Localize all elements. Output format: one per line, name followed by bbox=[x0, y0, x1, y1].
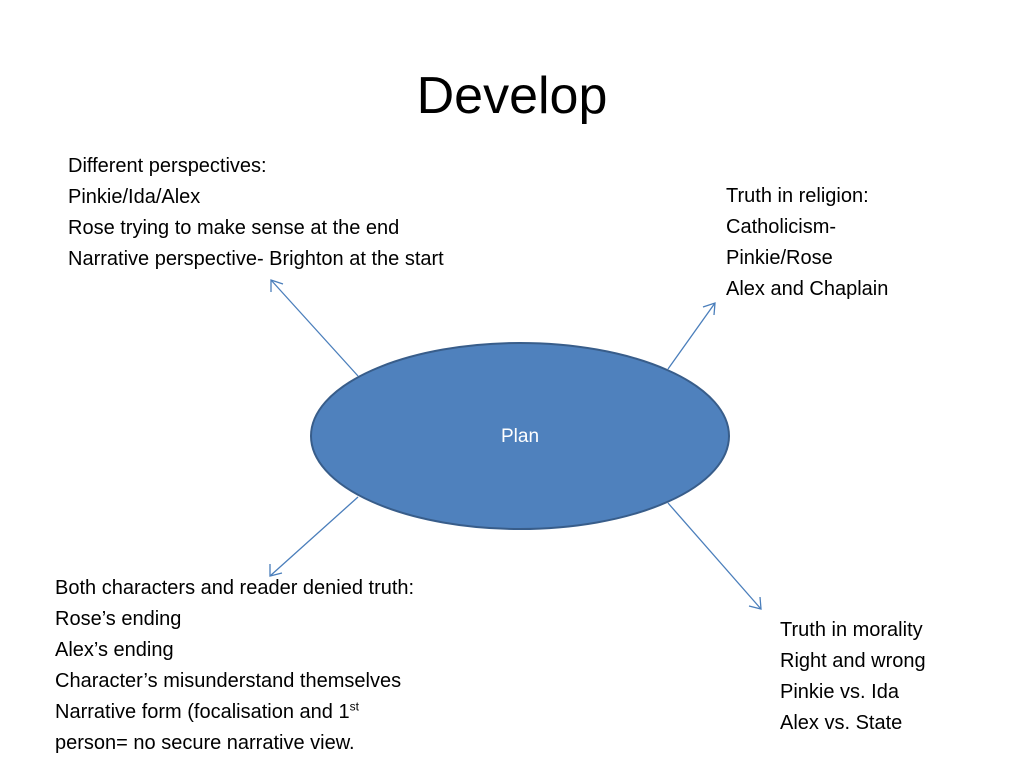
denied-truth-line: Rose’s ending bbox=[55, 608, 182, 630]
form-line-superscript: st bbox=[349, 699, 359, 714]
slide-title: Develop bbox=[416, 67, 608, 125]
perspectives-line: Narrative perspective- Brighton at the s… bbox=[68, 248, 444, 270]
connector-arrows bbox=[269, 279, 762, 610]
arrowhead-morality bbox=[748, 596, 762, 610]
arrow-to-denied-truth bbox=[269, 496, 359, 577]
denied-truth-last-line: person= no secure narrative view. bbox=[55, 732, 355, 754]
religion-line: Alex and Chaplain bbox=[726, 278, 889, 300]
morality-line: Right and wrong bbox=[780, 650, 926, 672]
perspectives-line: Different perspectives: bbox=[68, 155, 267, 177]
plan-label: Plan bbox=[500, 426, 540, 447]
morality-line: Alex vs. State bbox=[780, 712, 903, 734]
arrowhead-perspectives bbox=[270, 279, 284, 292]
morality-text-box: Truth in morality Right and wrong Pinkie… bbox=[780, 615, 926, 739]
religion-line: Truth in religion: bbox=[726, 185, 869, 207]
denied-truth-line: Character’s misunderstand themselves bbox=[55, 670, 402, 692]
arrow-to-religion bbox=[667, 302, 716, 370]
denied-truth-text-box: Both characters and reader denied truth:… bbox=[55, 573, 414, 759]
religion-text-box: Truth in religion: Catholicism- Pinkie/R… bbox=[726, 181, 888, 305]
denied-truth-line: Alex’s ending bbox=[55, 639, 174, 661]
form-line-text: Narrative form (focalisation and 1 bbox=[55, 701, 350, 723]
arrow-to-morality bbox=[667, 502, 762, 610]
religion-line: Catholicism- bbox=[726, 216, 837, 238]
perspectives-line: Pinkie/Ida/Alex bbox=[68, 186, 201, 208]
morality-line: Pinkie vs. Ida bbox=[780, 681, 899, 703]
morality-line: Truth in morality bbox=[780, 619, 923, 641]
perspectives-text-box: Different perspectives: Pinkie/Ida/Alex … bbox=[68, 151, 444, 275]
perspectives-line: Rose trying to make sense at the end bbox=[68, 217, 400, 239]
denied-truth-form-line: Narrative form (focalisation and 1st bbox=[55, 697, 414, 728]
arrowhead-religion bbox=[702, 302, 716, 316]
denied-truth-line: Both characters and reader denied truth: bbox=[55, 577, 415, 599]
religion-line: Pinkie/Rose bbox=[726, 247, 833, 269]
arrow-to-perspectives bbox=[270, 279, 359, 377]
arrowhead-denied-truth bbox=[269, 564, 283, 577]
plan-ellipse bbox=[310, 342, 730, 530]
